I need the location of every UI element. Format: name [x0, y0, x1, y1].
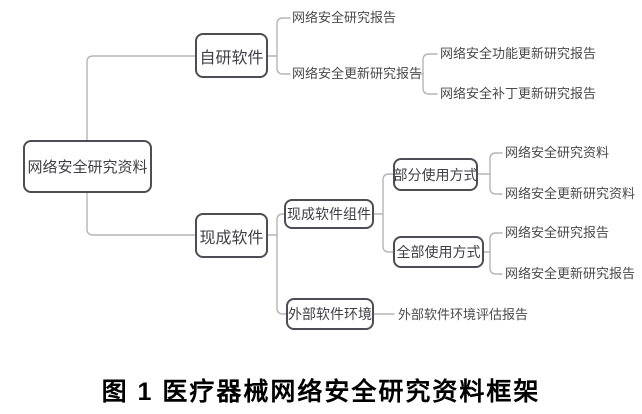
leaf-security-function-update-report: 网络安全功能更新研究报告: [440, 46, 597, 61]
node-off-the-shelf-component: 现成软件组件: [284, 199, 374, 229]
node-self-developed-software: 自研软件: [195, 33, 268, 78]
leaf-partial-use-research-material: 网络安全研究资料: [505, 145, 610, 160]
node-full-use-mode: 全部使用方式: [393, 236, 484, 268]
leaf-full-use-research-report: 网络安全研究报告: [505, 225, 610, 240]
leaf-security-update-research-report: 网络安全更新研究报告: [292, 66, 423, 81]
leaf-partial-use-update-research-material: 网络安全更新研究资料: [505, 186, 636, 201]
node-off-the-shelf-software: 现成软件: [195, 213, 268, 258]
leaf-full-use-update-research-report: 网络安全更新研究报告: [505, 266, 636, 281]
node-external-software-environment: 外部软件环境: [286, 298, 374, 330]
node-partial-use-mode: 部分使用方式: [393, 158, 478, 191]
leaf-security-research-report: 网络安全研究报告: [292, 10, 397, 25]
leaf-external-environment-assessment-report: 外部软件环境评估报告: [398, 307, 529, 322]
leaf-security-patch-update-report: 网络安全补丁更新研究报告: [440, 86, 597, 101]
figure-caption: 图 1 医疗器械网络安全研究资料框架: [101, 378, 541, 406]
node-network-security-research-materials: 网络安全研究资料: [23, 140, 152, 193]
